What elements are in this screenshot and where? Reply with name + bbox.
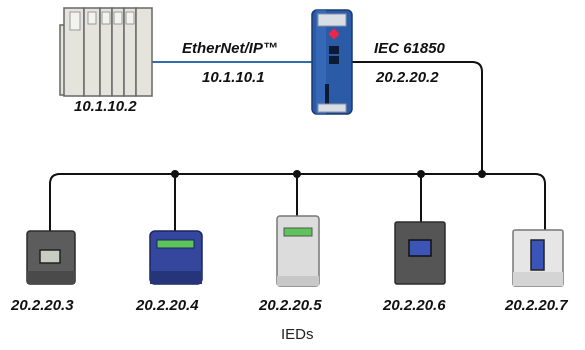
- ied-ip-label-1: 20.2.20.3: [11, 297, 74, 314]
- ied-device-icon-2: [149, 230, 203, 285]
- ied-device-icon-5: [512, 229, 564, 287]
- ied-ip-label-3: 20.2.20.5: [259, 297, 322, 314]
- junction-dot: [171, 170, 179, 178]
- ied-ip-label-2: 20.2.20.4: [136, 297, 199, 314]
- junction-dot: [417, 170, 425, 178]
- gateway-left-protocol-label: EtherNet/IP™: [182, 40, 278, 57]
- gateway-device-icon: [311, 9, 353, 115]
- junction-dot: [293, 170, 301, 178]
- ied-ip-label-4: 20.2.20.6: [383, 297, 446, 314]
- ied-device-icon-3: [276, 215, 320, 287]
- ied-device-icon-1: [26, 230, 76, 285]
- ied-ip-label-5: 20.2.20.7: [505, 297, 568, 314]
- gateway-right-ip-label: 20.2.20.2: [376, 69, 439, 86]
- junction-dot: [478, 170, 486, 178]
- gateway-right-protocol-label: IEC 61850: [374, 40, 445, 57]
- gateway-left-ip-label: 10.1.10.1: [202, 69, 265, 86]
- ieds-caption: IEDs: [281, 326, 314, 343]
- ied-device-icon-4: [394, 221, 446, 285]
- iec61850-link: [352, 61, 483, 174]
- plc-rack-icon: [59, 7, 153, 97]
- plc-ip-label: 10.1.10.2: [74, 98, 137, 115]
